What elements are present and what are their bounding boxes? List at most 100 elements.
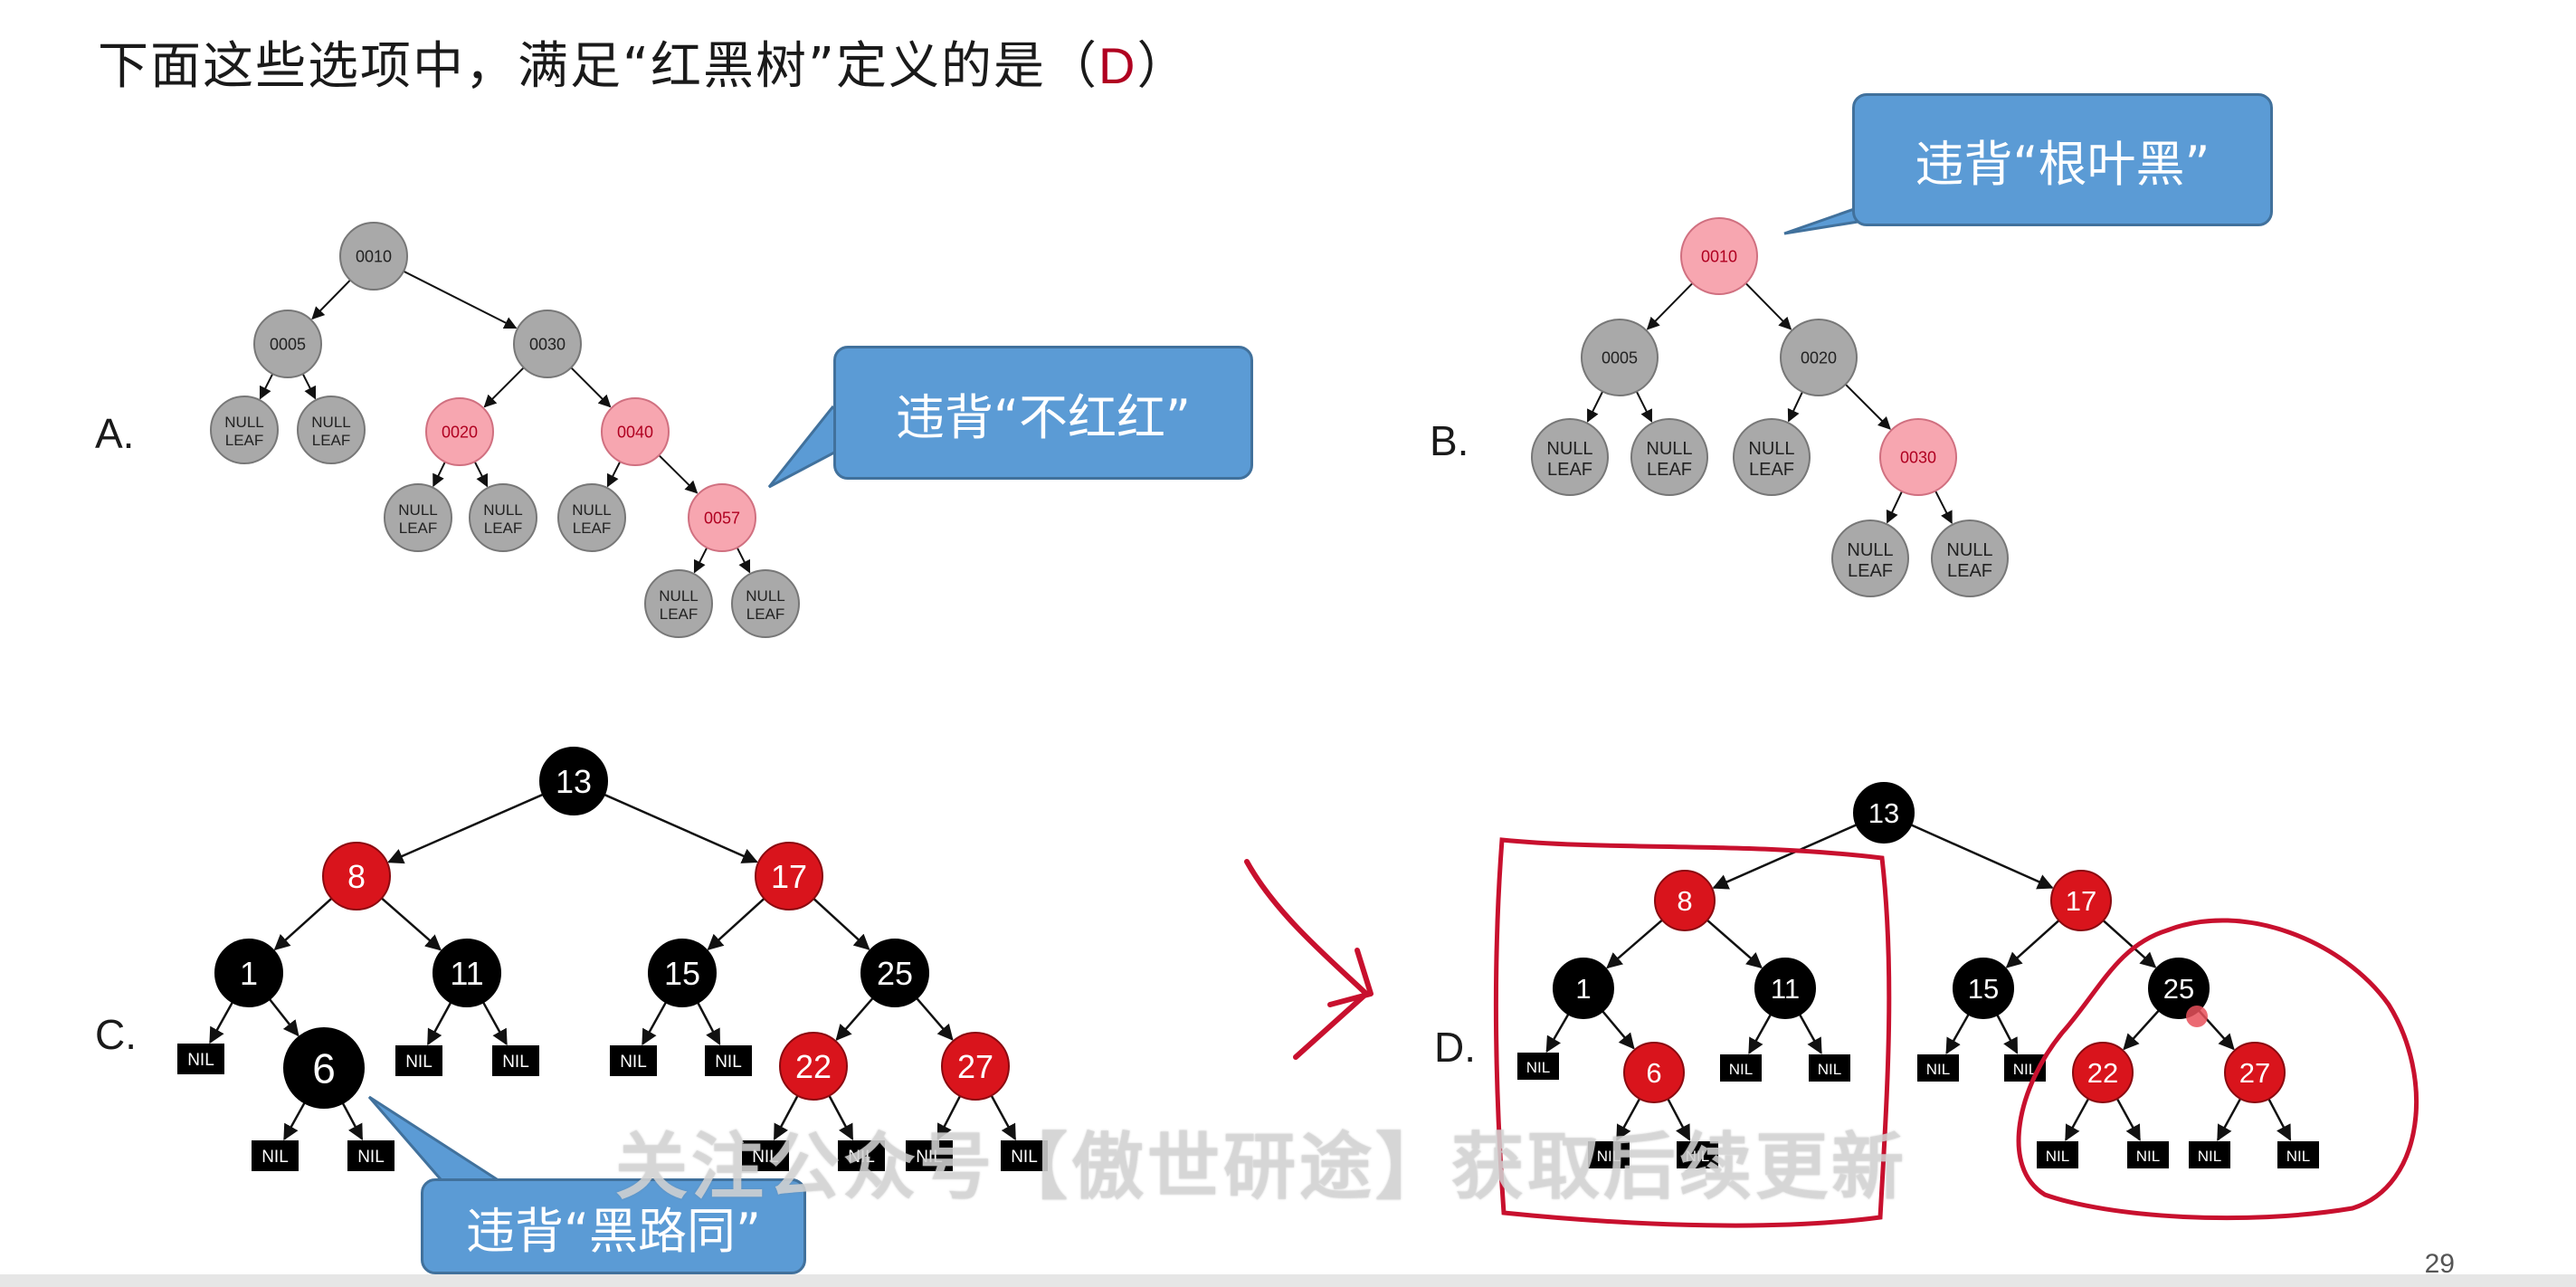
tree-c-node-label: 15 xyxy=(664,955,700,992)
tree-b-node-n0005: 0005 xyxy=(1581,319,1659,396)
tree-a-node-label: 0020 xyxy=(442,423,478,441)
tree-d-edge xyxy=(1706,919,1763,969)
tree-c-edge xyxy=(707,897,765,950)
tree-d-edge xyxy=(2267,1098,2292,1141)
tree-d-edge xyxy=(2123,1009,2160,1051)
tree-d-node-label: NIL xyxy=(2136,1148,2160,1165)
tree-c-node-nil4: NIL xyxy=(610,1045,657,1076)
tree-c-node-nil1: NIL xyxy=(177,1044,224,1074)
tree-c-edge xyxy=(828,1095,854,1141)
tree-c-edge xyxy=(209,1001,234,1044)
tree-c-node-25: 25 xyxy=(860,939,929,1007)
tree-c-node-label: 11 xyxy=(450,955,483,992)
tree-a-node-n0030: 0030 xyxy=(513,310,582,378)
tree-d-node-6: 6 xyxy=(1623,1042,1685,1103)
tree-b-edge xyxy=(1844,383,1891,430)
tree-c-node-nil10: NIL xyxy=(906,1140,953,1171)
tree-d-node-label: NIL xyxy=(1686,1148,1709,1165)
option-b-label: B. xyxy=(1430,417,1469,464)
callout-c: 违背“黑路同” xyxy=(421,1178,806,1274)
tree-a-edge xyxy=(658,454,699,494)
tree-d-node-label: NIL xyxy=(2046,1148,2069,1165)
tree-b-node-n0030: 0030 xyxy=(1879,418,1957,496)
tree-a-edge xyxy=(259,373,274,400)
tree-a-node-label: 0005 xyxy=(270,335,306,353)
tree-d-edge xyxy=(2102,920,2157,968)
tree-c-node-label: NIL xyxy=(1011,1148,1038,1167)
tree-a-edge xyxy=(693,547,708,574)
tree-b-node-label: 0020 xyxy=(1801,348,1837,367)
tree-d-edge xyxy=(1996,1014,2019,1054)
tree-c-node-label: NIL xyxy=(502,1053,529,1072)
tree-d-node-nil7: NIL xyxy=(1677,1141,1718,1168)
tree-d-node-label: 11 xyxy=(1771,973,1800,1005)
watermark-text: 关注公众号【傲世研途】获取后续更新 xyxy=(615,1125,1907,1209)
tree-b-edge xyxy=(1744,282,1792,330)
tree-c-edge xyxy=(916,997,954,1041)
tree-d-edge xyxy=(1616,1098,1641,1141)
tree-c-node-label: NIL xyxy=(848,1148,875,1167)
tree-d-node-label: NIL xyxy=(1818,1061,1841,1078)
tree-d-edge xyxy=(1545,1013,1570,1053)
tree-d-node-13: 13 xyxy=(1853,782,1915,844)
tree-c-node-label: NIL xyxy=(916,1148,943,1167)
tree-a-edge xyxy=(736,547,751,574)
tree-d-edge xyxy=(1667,1098,1691,1141)
annotation-box-left-subtree xyxy=(1493,837,1892,1228)
tree-c-edge xyxy=(990,1094,1017,1141)
tree-c-node-label: NIL xyxy=(405,1053,433,1072)
tree-c-node-label: NIL xyxy=(620,1053,647,1072)
question-prefix: 下面这些选项中，满足“红黑树”定义的是（ xyxy=(98,37,1099,96)
tree-c-node-nil7: NIL xyxy=(347,1140,394,1171)
tree-c-edge xyxy=(341,1102,364,1141)
tree-b-node-n0010: 0010 xyxy=(1680,217,1758,295)
tree-d-node-nil6: NIL xyxy=(1588,1141,1630,1168)
tree-d-node-label: NIL xyxy=(2198,1148,2221,1165)
tree-a-node-n0010: 0010 xyxy=(339,222,408,291)
tree-d-node-label: NIL xyxy=(1526,1059,1550,1076)
tree-c-node-label: NIL xyxy=(752,1148,779,1167)
annotation-arrow xyxy=(1244,859,1369,1060)
tree-c-node-nil6: NIL xyxy=(252,1140,299,1171)
tree-a-edge xyxy=(606,461,622,488)
tree-c-edge xyxy=(813,898,870,950)
bottom-bar xyxy=(0,1274,2576,1287)
tree-a-edge xyxy=(570,367,612,408)
tree-d-node-label: 27 xyxy=(2239,1057,2270,1089)
tree-a-node-label: 0057 xyxy=(704,509,740,527)
tree-c-edge xyxy=(426,1001,452,1046)
tree-c-node-17: 17 xyxy=(755,842,823,910)
tree-d-node-label: 17 xyxy=(2066,885,2096,917)
tree-c-node-15: 15 xyxy=(648,939,717,1007)
tree-d-node-label: 1 xyxy=(1575,973,1591,1005)
tree-d-edge xyxy=(2065,1098,2090,1141)
answer-letter: D xyxy=(1098,37,1137,94)
tree-c-node-nil9: NIL xyxy=(838,1140,885,1171)
tree-c-node-label: 17 xyxy=(771,858,807,895)
tree-b-edge xyxy=(1635,391,1653,423)
tree-c-edge xyxy=(387,793,544,864)
tree-d-node-nil2: NIL xyxy=(1720,1054,1762,1082)
question-suffix: ） xyxy=(1136,37,1190,96)
tree-c-node-nil5: NIL xyxy=(705,1045,752,1076)
tree-d-edge xyxy=(1910,824,2054,890)
tree-c-edge xyxy=(268,998,299,1037)
